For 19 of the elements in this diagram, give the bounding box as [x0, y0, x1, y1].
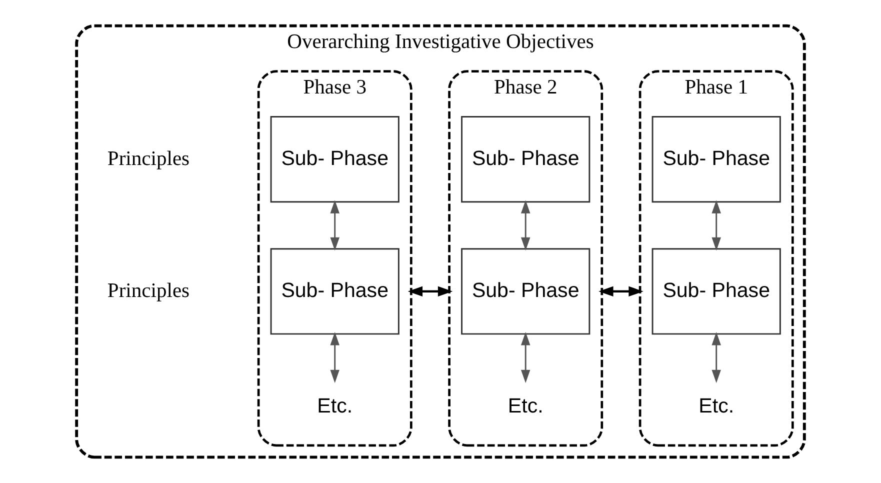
- arrow: [520, 200, 530, 251]
- arrow: [330, 200, 340, 251]
- node-box: Sub- Phase: [652, 116, 781, 203]
- node-box: Sub- Phase: [461, 116, 590, 203]
- arrow: [520, 332, 530, 384]
- arrow: [408, 286, 453, 297]
- arrow: [598, 286, 644, 297]
- node-box: Sub- Phase: [652, 248, 781, 335]
- arrow: [712, 332, 721, 384]
- node-text: Etc.: [698, 394, 734, 418]
- arrow: [712, 200, 721, 251]
- label: Principles: [107, 280, 190, 302]
- node-box: Sub- Phase: [270, 116, 400, 203]
- node-box: Sub- Phase: [461, 248, 590, 335]
- node-text: Etc.: [317, 394, 353, 418]
- arrow: [330, 332, 340, 384]
- node-text: Etc.: [508, 394, 544, 418]
- label: Principles: [107, 148, 190, 170]
- node-box: Sub- Phase: [270, 248, 400, 335]
